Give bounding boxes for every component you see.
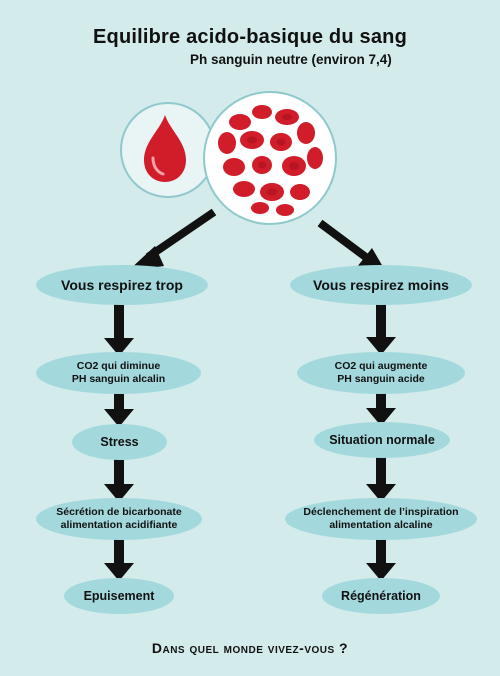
right-step3-label: Situation normale xyxy=(329,432,435,447)
blood-drop-icon xyxy=(120,102,216,198)
page-title: Equilibre acido-basique du sang xyxy=(92,26,408,48)
right-step2-line1: CO2 qui augmente xyxy=(334,360,428,373)
right-step2-line2: PH sanguin acide xyxy=(337,373,425,385)
left-step3-label: Stress xyxy=(100,434,139,449)
left-step-respirez-trop: Vous respirez trop xyxy=(36,265,208,305)
right-step1-label: Vous respirez moins xyxy=(313,276,449,293)
left-step-co2-diminue: CO2 qui diminue PH sanguin alcalin xyxy=(36,352,201,394)
left-branch-arrows xyxy=(104,303,134,581)
left-step-stress: Stress xyxy=(72,424,167,460)
red-blood-cells-icon xyxy=(203,91,337,225)
right-step4-line2: alimentation alcaline xyxy=(329,519,433,531)
right-step-co2-augmente: CO2 qui augmente PH sanguin acide xyxy=(297,352,465,394)
left-step5-label: Epuisement xyxy=(83,588,155,603)
right-step4-line1: Déclenchement de l’inspiration xyxy=(303,506,459,519)
left-step2-line1: CO2 qui diminue xyxy=(76,360,161,373)
left-step4-line1: Sécrétion de bicarbonate xyxy=(56,506,182,519)
left-step-bicarbonate: Sécrétion de bicarbonate alimentation ac… xyxy=(36,498,202,540)
arrow-to-left-branch xyxy=(128,208,217,271)
right-step-respirez-moins: Vous respirez moins xyxy=(290,265,472,305)
left-step4-line2: alimentation acidifiante xyxy=(60,519,178,531)
left-step-epuisement: Epuisement xyxy=(64,578,174,614)
left-step1-label: Vous respirez trop xyxy=(61,276,183,293)
page-subtitle: Ph sanguin neutre (environ 7,4) xyxy=(190,52,392,67)
right-step5-label: Régénération xyxy=(341,588,421,603)
left-step2-line2: PH sanguin alcalin xyxy=(71,373,166,385)
right-step-situation-normale: Situation normale xyxy=(314,422,450,458)
right-branch-arrows xyxy=(366,303,396,581)
right-step-regeneration: Régénération xyxy=(322,578,440,614)
right-step-declenchement: Déclenchement de l’inspiration alimentat… xyxy=(285,498,477,540)
closing-question: Dans quel monde vivez-vous ? xyxy=(151,640,349,656)
